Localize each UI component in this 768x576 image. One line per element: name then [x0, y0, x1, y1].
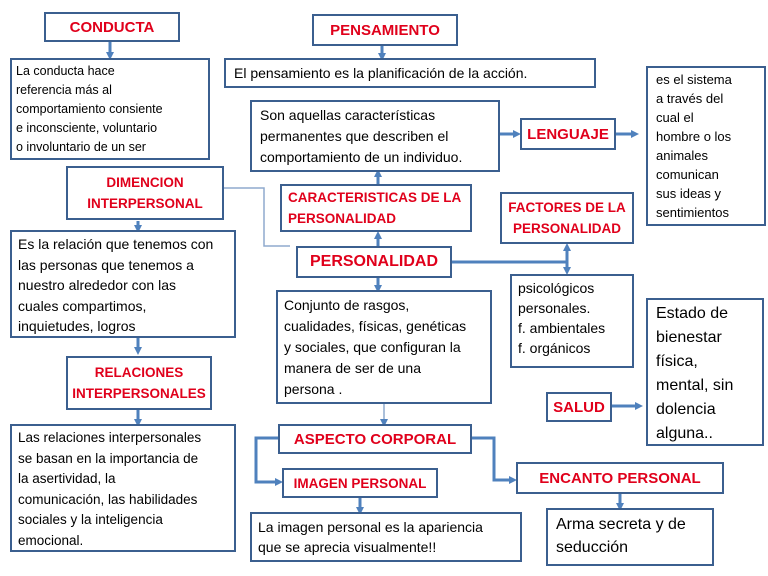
dimencion-description: Es la relación que tenemos con las perso… [10, 230, 236, 338]
imagen-description: La imagen personal es la apariencia que … [250, 512, 522, 562]
factores-title: FACTORES DE LA PERSONALIDAD [500, 192, 634, 244]
personalidad-description: Conjunto de rasgos, cualidades, físicas,… [276, 290, 492, 404]
conducta-description: La conducta hace referencia más al compo… [10, 58, 210, 160]
factores-description: psicológicos personales. f. ambientales … [510, 274, 634, 368]
caracteristicas-description: Son aquellas características permanentes… [250, 100, 500, 172]
imagen-title: IMAGEN PERSONAL [282, 468, 438, 498]
relaciones-title: RELACIONES INTERPERSONALES [66, 356, 212, 410]
arrow-aspecto-imagen [254, 436, 283, 486]
caracteristicas-title: CARACTERISTICAS DE LA PERSONALIDAD [280, 184, 472, 232]
relaciones-description: Las relaciones interpersonales se basan … [10, 424, 236, 552]
arrow-aspecto-encanto [472, 436, 517, 484]
salud-title: SALUD [546, 392, 612, 422]
lenguaje-description: es el sistema a través del cual el hombr… [646, 66, 766, 226]
conducta-title: CONDUCTA [44, 12, 180, 42]
pensamiento-description: El pensamiento es la planificación de la… [224, 58, 596, 88]
personalidad-title: PERSONALIDAD [296, 246, 452, 278]
connector-dim-pers [224, 187, 290, 247]
arrow-pers-factores [452, 243, 571, 264]
dimencion-title: DIMENCION INTERPERSONAL [66, 166, 224, 220]
salud-description: Estado de bienestar física, mental, sin … [646, 298, 764, 446]
encanto-description: Arma secreta y de seducción [546, 508, 714, 566]
aspecto-title: ASPECTO CORPORAL [278, 424, 472, 454]
pensamiento-title: PENSAMIENTO [312, 14, 458, 46]
encanto-title: ENCANTO PERSONAL [516, 462, 724, 494]
lenguaje-title: LENGUAJE [520, 118, 616, 150]
